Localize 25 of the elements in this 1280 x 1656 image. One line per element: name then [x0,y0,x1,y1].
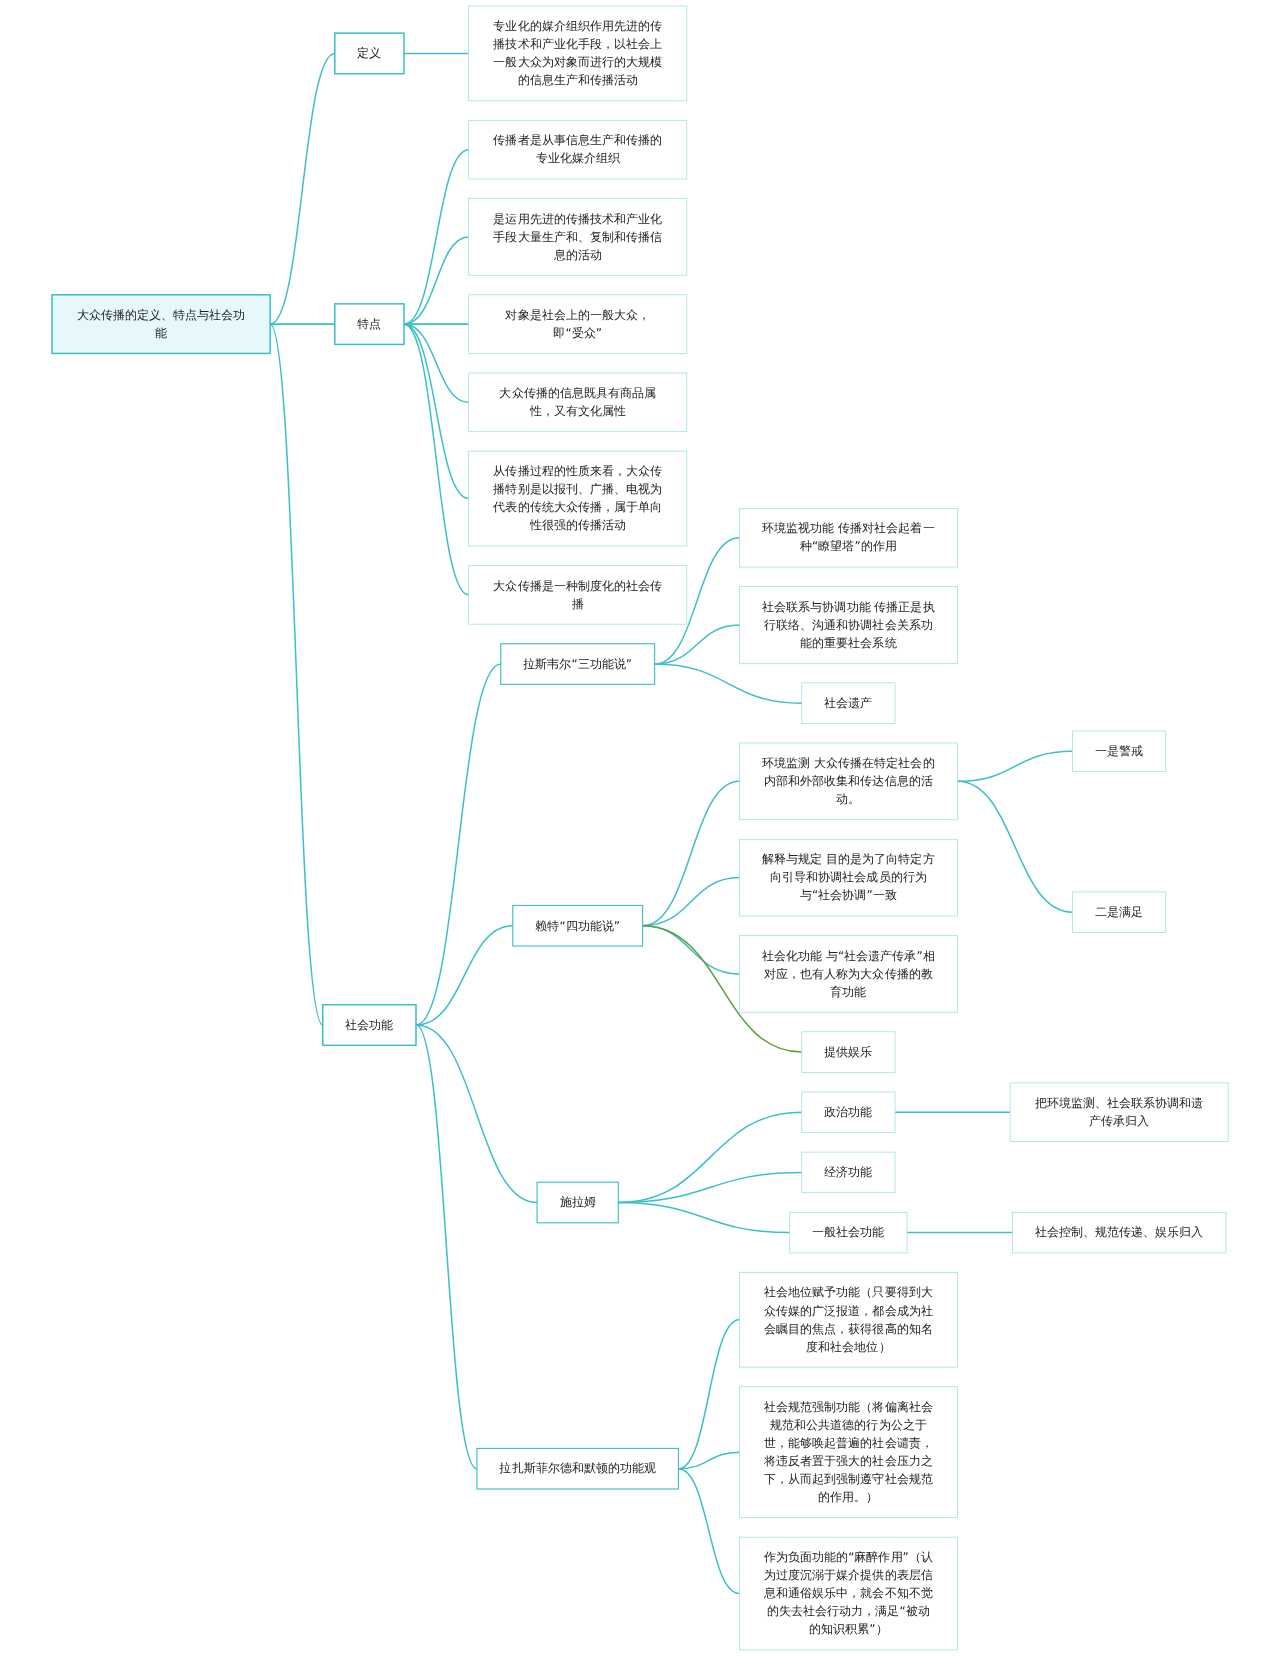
connector [403,236,470,325]
connector [415,663,502,1026]
connector [403,148,470,325]
connector [653,663,803,704]
connector [403,323,470,325]
connector [677,1467,740,1595]
connector [641,780,740,927]
connector [403,52,470,55]
connector [415,925,514,1026]
connector [956,750,1074,783]
connector [677,1451,740,1470]
connector [956,780,1074,913]
connector [269,52,336,325]
connector [617,1201,791,1234]
connector [403,323,470,500]
connector [403,323,470,596]
connector [415,1024,538,1204]
connector [415,1024,478,1470]
connector [269,323,336,325]
connector [677,1319,740,1470]
connector [906,1231,1013,1234]
connector [894,1111,1011,1113]
connector [403,323,470,404]
connector [641,925,803,1053]
connector [269,323,324,1026]
